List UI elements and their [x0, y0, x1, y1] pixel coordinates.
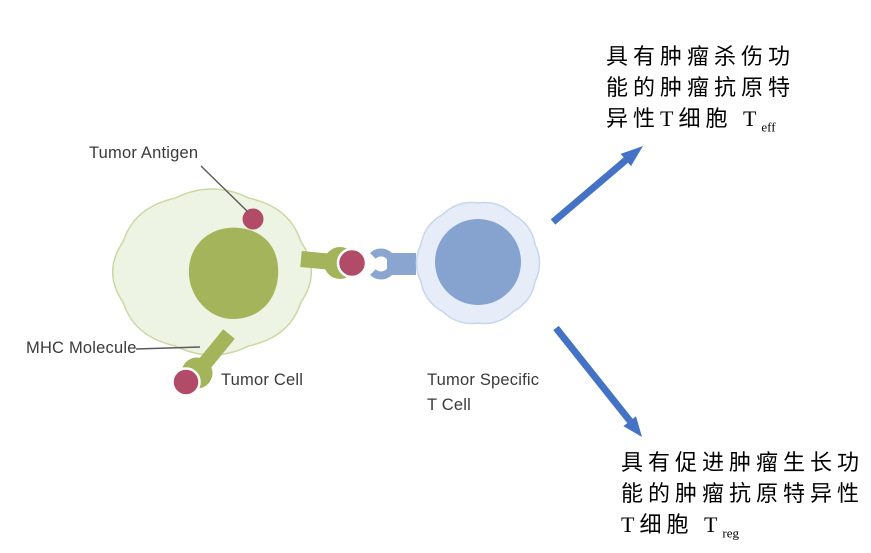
outcome-teff-line2: 能的肿瘤抗原特: [606, 75, 796, 100]
tumor-specific-t-cell-label-line2: T Cell: [427, 396, 471, 414]
tumor-cell-label: Tumor Cell: [221, 371, 304, 389]
tumor-antigen-leader-line: [200, 165, 248, 212]
tcr-receptor-stalk: [387, 253, 416, 275]
presented-antigen-ball: [336, 247, 368, 279]
teff-subscript: eff: [761, 119, 776, 135]
outcome-teff-line3: 异性T细胞 Teff: [606, 106, 776, 135]
mhc-molecule-leader-line: [135, 346, 201, 350]
outcome-treg-line1: 具有促进肿瘤生长功: [621, 450, 865, 475]
mhc-molecule-label: MHC Molecule: [26, 339, 137, 357]
t-cell-nucleus: [435, 219, 521, 305]
tumor-antigen-label: Tumor Antigen: [89, 144, 199, 162]
outcome-teff-line1: 具有肿瘤杀伤功: [606, 44, 796, 69]
mhc-antigen-ball-left: [171, 367, 201, 397]
outcome-treg-line3: T细胞 Treg: [621, 512, 739, 541]
teff-arrow-shaft: [550, 157, 629, 225]
tumor-specific-t-cell-label: Tumor Specific T Cell: [427, 368, 539, 418]
outcome-treg-line2: 能的肿瘤抗原特异性: [621, 481, 865, 506]
outcome-teff-text: 具有肿瘤杀伤功 能的肿瘤抗原特 异性T细胞 Teff: [606, 41, 795, 134]
treg-subscript: reg: [722, 525, 739, 541]
tumor-specific-t-cell-label-line1: Tumor Specific: [427, 371, 540, 389]
outcome-treg-text: 具有促进肿瘤生长功 能的肿瘤抗原特异性 T细胞 Treg: [621, 447, 864, 540]
tumor-antigen-dot: [242, 208, 264, 230]
treg-arrow-shaft: [553, 325, 633, 424]
tumor-cell-nucleus: [188, 227, 279, 319]
treg-arrow-head-icon: [623, 416, 642, 437]
teff-arrow-head-icon: [620, 146, 643, 167]
